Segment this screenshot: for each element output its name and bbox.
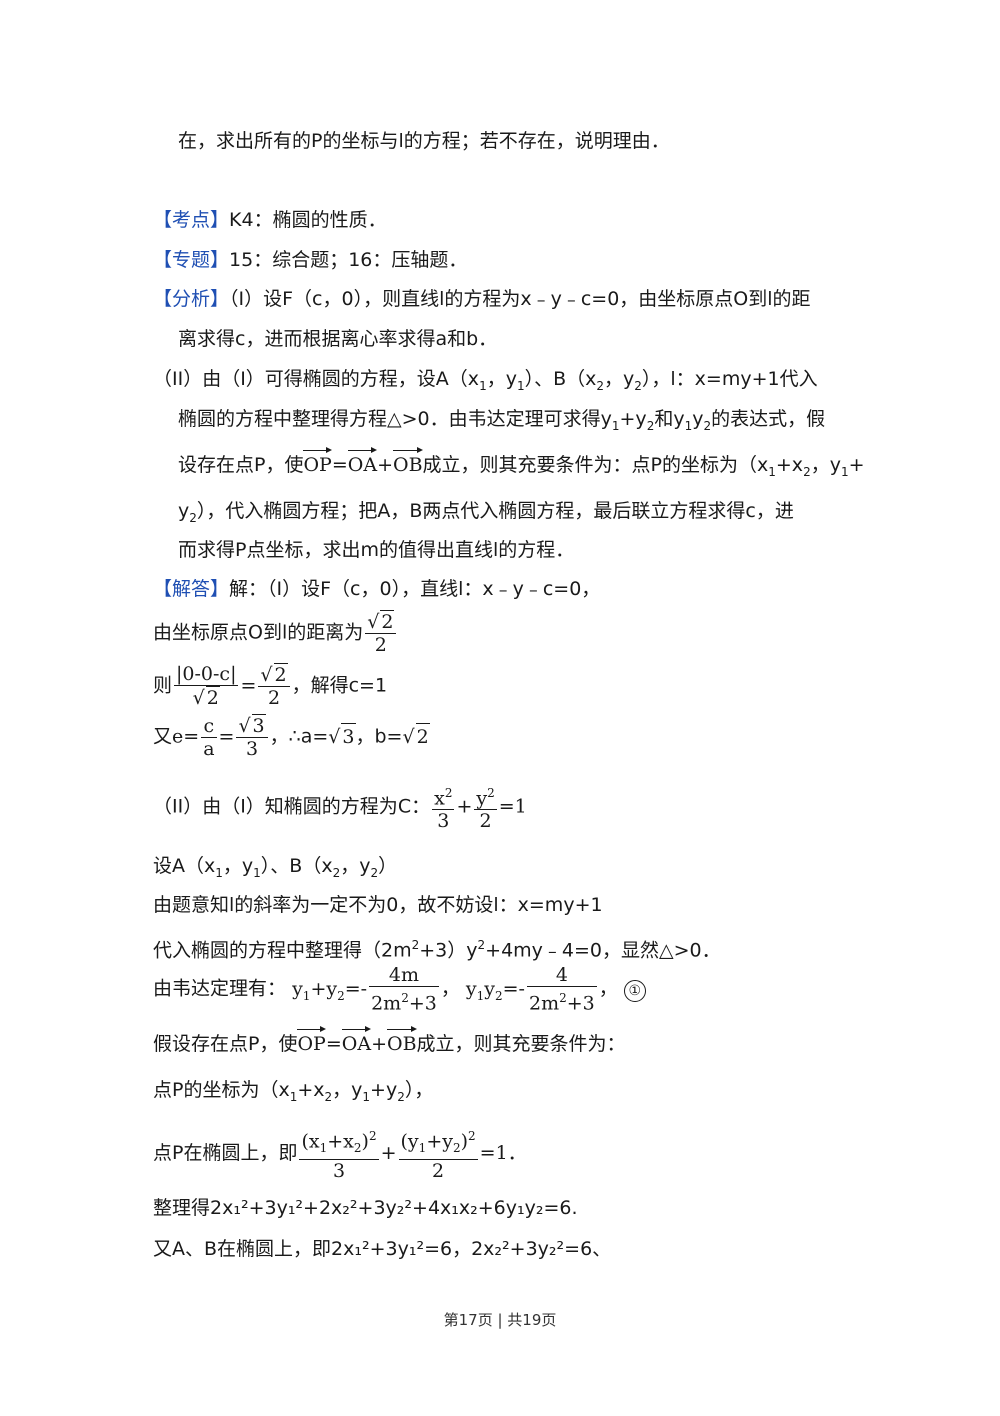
jieda-line-13: 整理得2x₁²+3y₁²+2x₂²+3y₂²+4x₁x₂+6y₁y₂=6. <box>153 1197 578 1219</box>
kaodian-line: 【考点】K4：椭圆的性质． <box>153 209 387 231</box>
kaodian-tag: 【考点】 <box>153 209 230 231</box>
fenxi-line-2: 离求得c，进而根据离心率求得a和b． <box>178 328 498 350</box>
zhuanti-tag: 【专题】 <box>153 249 230 271</box>
jieda-line-7: 由题意知l的斜率为一定不为0，故不妨设l：x=my+1 <box>153 894 603 916</box>
fenxi-line-1: 【分析】（I）设F（c，0），则直线l的方程为x﹣y﹣c=0，由坐标原点O到l的… <box>153 288 811 310</box>
jieda-tag: 【解答】 <box>153 578 230 600</box>
distance-fraction: |0-0-c|√2 <box>174 663 239 709</box>
fenxi-line-5: 设存在点P，使OP=OA+OB成立，则其充要条件为：点P的坐标为（x1+x2，y… <box>178 447 865 479</box>
fenxi-line-3: （II）由（I）可得椭圆的方程，设A（x1，y1）、B（x2，y2），l：x=m… <box>153 368 818 393</box>
jieda-line-6: 设A（x1，y1）、B（x2，y2） <box>153 855 398 880</box>
zhuanti-line: 【专题】15：综合题；16：压轴题． <box>153 249 468 271</box>
jieda-line-11: 点P的坐标为（x1+x2，y1+y2）， <box>153 1079 434 1104</box>
fenxi-line-7: 而求得P点坐标，求出m的值得出直线l的方程． <box>178 539 575 561</box>
page-footer: 第17页 | 共19页 <box>443 1311 557 1329</box>
fenxi-line-6: y2），代入椭圆方程；把A，B两点代入椭圆方程，最后联立方程求得c，进 <box>178 500 794 525</box>
fenxi-tag: 【分析】 <box>153 288 230 310</box>
jieda-line-8: 代入椭圆的方程中整理得（2m2+3）y2+4my﹣4=0，显然△>0． <box>153 938 721 962</box>
fenxi-line-4: 椭圆的方程中整理得方程△>0．由韦达定理可求得y1+y2和y1y2的表达式，假 <box>178 408 826 433</box>
circle-one-marker: ① <box>623 979 646 1002</box>
jieda-line-14: 又A、B在椭圆上，即2x₁²+3y₁²=6，2x₂²+3y₂²=6、 <box>153 1238 612 1260</box>
intro-line: 在，求出所有的P的坐标与l的方程；若不存在，说明理由． <box>178 130 670 152</box>
jieda-line-1: 【解答】解：（I）设F（c，0），直线l：x﹣y﹣c=0， <box>153 578 601 600</box>
vector-equation: OP=OA+OB <box>303 447 423 476</box>
jieda-line-10: 假设存在点P，使OP=OA+OB成立，则其充要条件为： <box>153 1026 626 1055</box>
